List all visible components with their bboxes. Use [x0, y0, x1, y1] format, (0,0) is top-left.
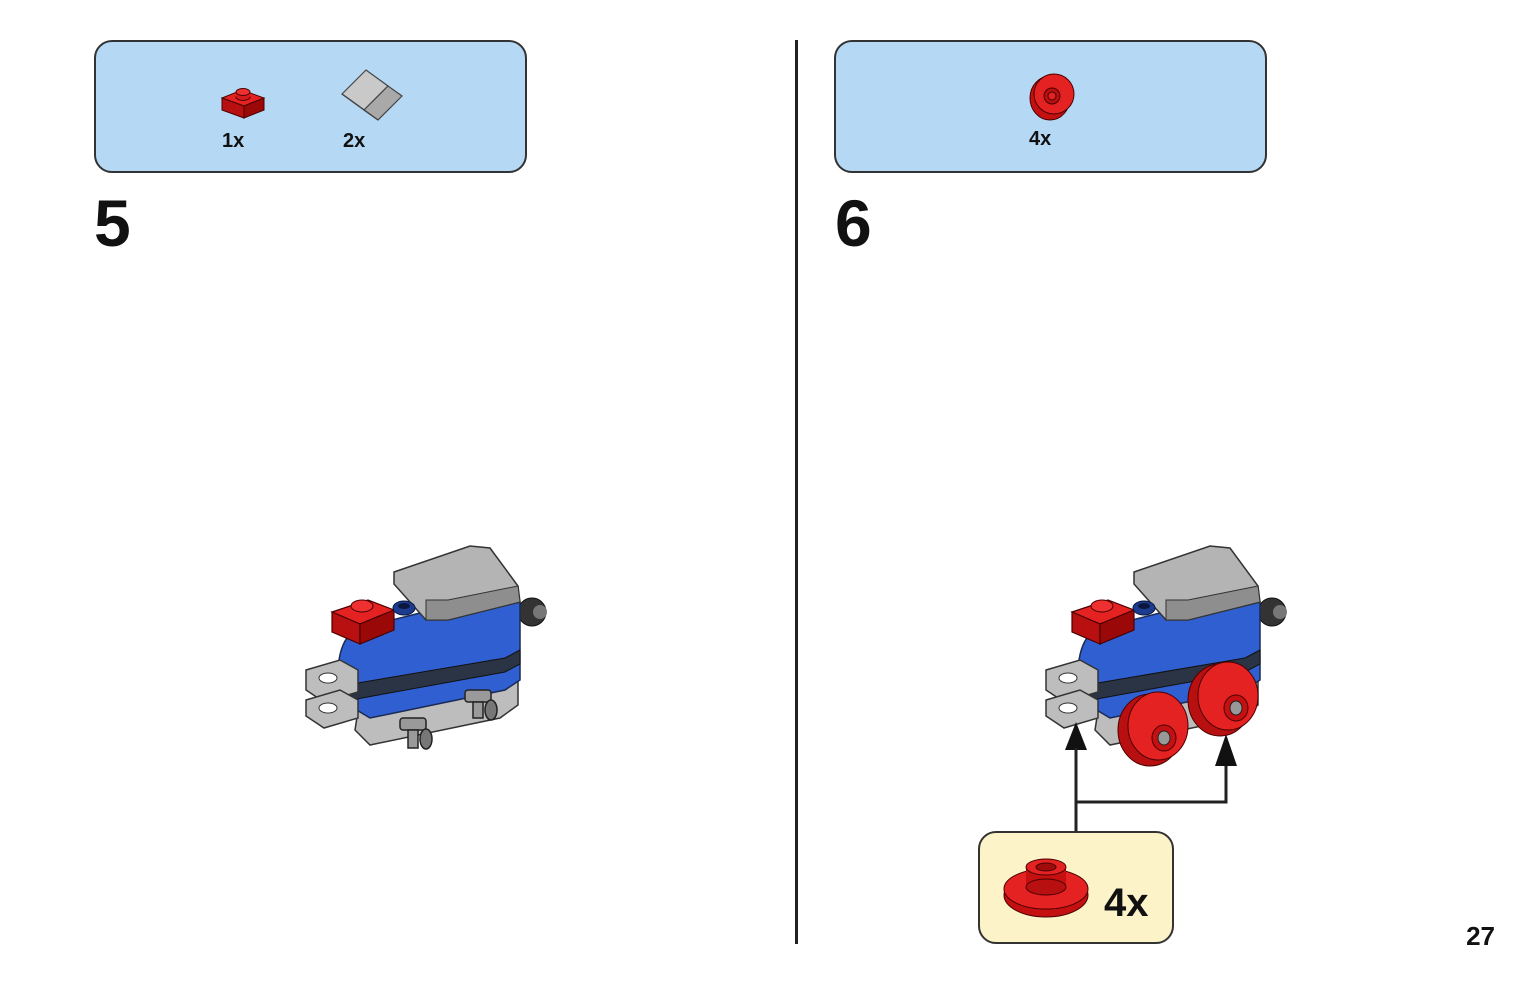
step-6-number: 6 [835, 186, 872, 260]
step-5-number: 5 [94, 186, 131, 260]
wheel-rear [1187, 661, 1259, 737]
step-6-parts-box: 4x [834, 40, 1267, 173]
step-6-part-1-qty: 4x [1029, 128, 1052, 150]
step-5-train-model [305, 545, 547, 750]
callout-qty: 4x [1104, 881, 1149, 925]
step-5-part-2-qty: 2x [343, 130, 366, 152]
gray-slope-icon [341, 69, 403, 121]
assembly-arrows [1065, 722, 1237, 831]
red-wheel-icon [1029, 73, 1075, 121]
red-wheel-icon [1003, 858, 1089, 918]
wheel-front [1117, 691, 1189, 767]
wheel-callout-box: 4x [978, 831, 1174, 944]
step-6-train-model [1045, 545, 1287, 767]
step-5-part-1-qty: 1x [222, 130, 245, 152]
red-plate-1x1-icon [220, 88, 266, 119]
page-divider [795, 40, 798, 944]
step-5-parts-box: 1x 2x [94, 40, 527, 173]
page-number: 27 [1466, 921, 1495, 951]
